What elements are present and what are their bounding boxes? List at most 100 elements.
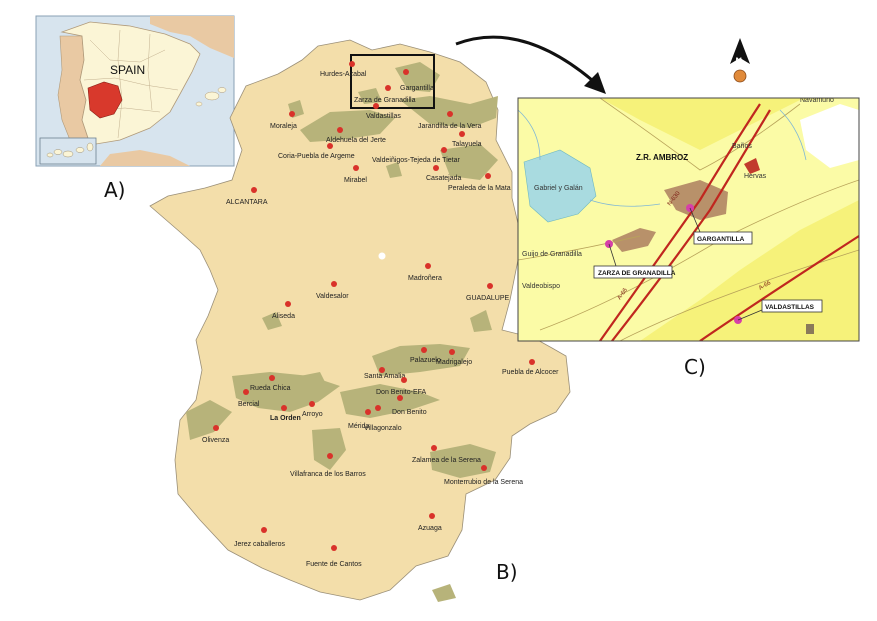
label-zr-ambroz: Z.R. AMBROZ — [636, 153, 688, 162]
connector-arrow — [455, 35, 606, 94]
town-label: Fuente de Cantos — [306, 561, 362, 568]
plot-zarza — [612, 228, 656, 252]
arrow-head-icon — [584, 72, 606, 94]
callout-gargantilla: GARGANTILLA — [689, 207, 753, 245]
town-marker: Coria-Puebla de Argeme — [278, 143, 355, 160]
town-dot-icon — [487, 283, 493, 289]
town-label: La Orden — [270, 415, 301, 422]
town-label: Don Benito-EFA — [376, 389, 427, 396]
town-marker: Valdesalor — [316, 281, 349, 300]
rivers — [518, 109, 807, 207]
town-marker: Azuaga — [418, 513, 442, 532]
town-dot-icon — [353, 165, 359, 171]
town-marker: Zarza de Granadilla — [354, 85, 416, 104]
town-label: Zalamea de la Serena — [412, 457, 481, 464]
inset-a: SPAIN — [35, 15, 235, 167]
plot-hervas — [744, 158, 760, 174]
callout-valdastillas: VALDASTILLAS — [737, 299, 823, 321]
town-dot-icon — [281, 405, 287, 411]
reservoir — [523, 149, 597, 223]
town-dot-icon — [331, 545, 337, 551]
detail-map: Z.R. AMBROZ Navamuño Baños Hervas Gabrie… — [517, 97, 860, 342]
town-dot-icon — [529, 359, 535, 365]
town-dot-icon — [261, 527, 267, 533]
town-label: Palazuelo — [410, 357, 441, 364]
town-label: Coria-Puebla de Argeme — [278, 153, 355, 160]
inset-france — [150, 16, 234, 58]
town-label: Don Benito — [392, 409, 427, 416]
town-marker: Don Benito-EFA — [376, 377, 427, 396]
town-dot-icon — [425, 263, 431, 269]
town-label: Madrigalejo — [436, 359, 472, 366]
label-banos: Baños — [732, 143, 752, 150]
town-label: Santa Amalia — [364, 373, 405, 380]
town-label: Mirabel — [344, 177, 367, 184]
town-dot-icon — [309, 401, 315, 407]
town-marker: Palazuelo — [410, 347, 441, 364]
town-dot-icon — [379, 367, 385, 373]
town-dot-icon — [269, 375, 275, 381]
town-marker: Monterrubio de la Serena — [444, 465, 523, 486]
town-marker: Bercial — [238, 389, 260, 408]
town-label: Hurdes-Azabal — [320, 71, 367, 78]
town-dot-icon — [375, 405, 381, 411]
town-label: Casatejada — [426, 175, 462, 182]
town-label: Zarza de Granadilla — [354, 97, 416, 104]
north-arrow-icon: N — [730, 38, 750, 83]
town-dot-icon — [397, 395, 403, 401]
town-marker: ALCANTARA — [226, 187, 268, 206]
extremadura-highlight — [87, 81, 123, 119]
callout-zarza: ZARZA DE GRANADILLA — [593, 243, 676, 279]
label-gabriel: Gabriel y Galán — [534, 185, 583, 192]
study-area-box — [350, 54, 435, 109]
detail-frame — [517, 97, 860, 342]
inset-balearic — [195, 87, 227, 107]
town-marker: Jarandilla de la Vera — [418, 111, 482, 130]
town-dot-icon — [373, 103, 379, 109]
panel-letter-b: B) — [496, 560, 518, 584]
canary-islands — [46, 142, 94, 158]
town-dot-icon — [385, 85, 391, 91]
label-guijo: Guijo de Granadilla — [522, 251, 582, 258]
town-label: GUADALUPE — [466, 295, 510, 302]
town-marker: Santa Amalia — [364, 367, 405, 380]
town-marker: Valdeiñigos-Tejeda de Tietar — [372, 147, 460, 164]
town-marker: Casatejada — [426, 165, 462, 182]
town-marker: La Orden — [270, 405, 301, 422]
town-marker: Madroñera — [408, 263, 442, 282]
town-label: Rueda Chica — [250, 385, 291, 392]
town-dot-icon — [327, 453, 333, 459]
town-dot-icon — [349, 61, 355, 67]
town-dot-icon — [285, 301, 291, 307]
callout-valdastillas-text: VALDASTILLAS — [765, 304, 815, 311]
spain-label: SPAIN — [110, 63, 145, 77]
town-dot-icon — [401, 377, 407, 383]
town-marker: Olivenza — [202, 425, 229, 444]
town-label: Villafranca de los Barros — [290, 471, 366, 478]
roads — [599, 103, 859, 341]
inset-africa — [100, 150, 190, 166]
town-label: Aldehuela del Jerte — [326, 137, 386, 144]
town-dot-icon — [337, 127, 343, 133]
town-label: Peraleda de la Mata — [448, 185, 511, 192]
town-dot-icon — [429, 513, 435, 519]
town-dot-icon — [421, 347, 427, 353]
town-dot-icon — [449, 349, 455, 355]
town-label: Puebla de Alcocer — [502, 369, 559, 376]
town-marker: Mirabel — [344, 165, 367, 184]
town-marker: Aldehuela del Jerte — [326, 127, 386, 144]
detail-light-area — [518, 98, 859, 341]
town-marker: Don Benito — [392, 395, 427, 416]
town-dot-icon — [459, 131, 465, 137]
town-marker: Puebla de Alcocer — [502, 359, 559, 376]
town-label: Azuaga — [418, 525, 442, 532]
label-navamuno: Navamuño — [800, 97, 834, 104]
label-valdeobispo: Valdeobispo — [522, 283, 560, 290]
town-label: Bercial — [238, 401, 260, 408]
town-label: Villagonzalo — [364, 425, 402, 432]
town-marker: GUADALUPE — [466, 283, 510, 302]
town-marker: Madrigalejo — [436, 349, 472, 366]
panel-letter-a: A) — [104, 178, 126, 202]
